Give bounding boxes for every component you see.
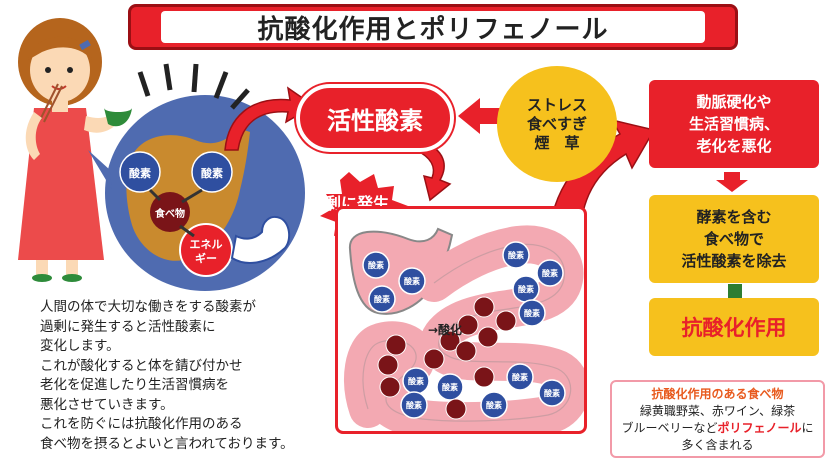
desc-line-4: これが酸化すると体を錆び付かせ <box>40 357 243 374</box>
desc-line-5: 老化を促進したり生活習慣病を <box>40 377 229 393</box>
energy-label: エネル ギー <box>182 238 230 266</box>
desc-line-1: 人間の体で大切な働きをする酸素が <box>40 299 256 315</box>
stress-line-3: 煙 草 <box>534 133 580 152</box>
foods-line-2: ブルーベリーなどポリフェノールに <box>616 420 819 437</box>
speech-pointer <box>88 150 112 190</box>
intestine-oxygen-label-7: 酸素 <box>524 309 540 318</box>
title-banner: 抗酸化作用とポリフェノール <box>128 4 738 50</box>
foods-line-2-pre: ブルーベリーなど <box>621 421 718 435</box>
foods-line-2-post: に <box>801 421 814 435</box>
description-text: 人間の体で大切な働きをする酸素が 過剰に発生すると活性酸素に 変化します。 これ… <box>40 298 340 454</box>
enzyme-line-1: 酵素を含む <box>696 208 772 226</box>
intestine-oxygen-label-5: 酸素 <box>542 269 558 278</box>
foods-line-3: 多く含まれる <box>681 438 754 452</box>
curved-arrow-up <box>224 86 316 151</box>
antioxidant-label: 抗酸化作用 <box>681 316 787 340</box>
antioxidant-foods-box: 抗酸化作用のある食べ物 緑黄職野菜、赤ワイン、緑茶 ブルーベリーなどポリフェノー… <box>610 380 825 458</box>
intestine-svg <box>344 225 584 431</box>
desc-line-3: 変化します。 <box>40 338 120 354</box>
disease-line-3: 老化を悪化 <box>696 137 772 155</box>
energy-label-line2: ギー <box>195 252 217 265</box>
oxidation-label: →酸化 <box>428 323 463 337</box>
intestine-oxygen-label-9: 酸素 <box>442 383 458 392</box>
energy-label-line1: エネル <box>189 238 223 251</box>
polyphenol-highlight: ポリフェノール <box>717 421 802 435</box>
intestine-tube <box>344 225 584 431</box>
intestine-oxygen-label-10: 酸素 <box>512 373 528 382</box>
desc-line-6: 悪化させていきます。 <box>40 396 174 413</box>
stomach-oxygen-left-label: 酸素 <box>129 167 151 180</box>
intestine-oxygen-label-1: 酸素 <box>368 261 384 270</box>
down-arrow <box>716 172 748 192</box>
disease-box: 動脈硬化や 生活習慣病、 老化を悪化 <box>649 80 819 168</box>
stress-circle: ストレス 食べすぎ 煙 草 <box>497 66 617 182</box>
stomach-oxygen-right-label: 酸素 <box>201 167 223 180</box>
desc-line-2: 過剰に発生すると活性酸素に <box>40 318 216 335</box>
antioxidant-box: 抗酸化作用 <box>649 298 819 356</box>
stress-line-1: ストレス <box>526 95 587 114</box>
disease-line-1: 動脈硬化や <box>696 93 772 111</box>
desc-line-8: 食べ物を摂るとよいと言われております。 <box>40 435 294 452</box>
intestine-oxygen-label-3: 酸素 <box>374 295 390 304</box>
intestine-oxygen-label-2: 酸素 <box>404 277 420 286</box>
title-inner: 抗酸化作用とポリフェノール <box>161 11 705 45</box>
flexed-arm <box>230 216 291 264</box>
stomach-oxygen-right <box>191 151 233 193</box>
enzyme-line-3: 活性酸素を除去 <box>681 252 787 270</box>
woman-figure <box>18 18 132 282</box>
enzyme-line-2: 食べ物で <box>703 230 764 248</box>
sparkle-lines <box>137 63 250 110</box>
intestine-oxygen-label-4: 酸素 <box>508 251 524 260</box>
food-label: 食べ物 <box>155 209 185 220</box>
intestine-oxygen-label-8: 酸素 <box>408 377 424 386</box>
curved-arrow-down <box>415 139 452 202</box>
stomach-arrows <box>148 188 203 238</box>
stress-line-2: 食べすぎ <box>526 114 587 133</box>
disease-line-2: 生活習慣病、 <box>688 115 779 133</box>
food-circle <box>150 192 190 232</box>
page-title: 抗酸化作用とポリフェノール <box>257 14 609 45</box>
foods-title: 抗酸化作用のある食べ物 <box>651 387 784 401</box>
intestine-oxygen-label-6: 酸素 <box>518 285 534 294</box>
intestine-oxygen-label-13: 酸素 <box>406 401 422 410</box>
stomach-oxygen-left <box>119 151 161 193</box>
left-arrow <box>458 98 500 134</box>
intestine-oxygen-label-12: 酸素 <box>486 401 502 410</box>
foods-line-1: 緑黄職野菜、赤ワイン、緑茶 <box>639 404 796 418</box>
active-oxygen-oval: 活性酸素 <box>296 84 454 152</box>
active-oxygen-label: 活性酸素 <box>327 106 423 135</box>
green-connector <box>728 284 742 298</box>
intestine-box: 酸素 酸素 酸素 酸素 酸素 酸素 酸素 酸素 酸素 酸素 酸素 酸素 酸素 →… <box>335 206 587 434</box>
desc-line-7: これを防ぐには抗酸化作用のある <box>40 416 243 432</box>
enzyme-food-box: 酵素を含む 食べ物で 活性酸素を除去 <box>649 195 819 283</box>
intestine-oxygen-circles <box>362 241 566 419</box>
intestine-oxygen-label-11: 酸素 <box>544 389 560 398</box>
intestine-oxidized-circles <box>377 296 517 420</box>
